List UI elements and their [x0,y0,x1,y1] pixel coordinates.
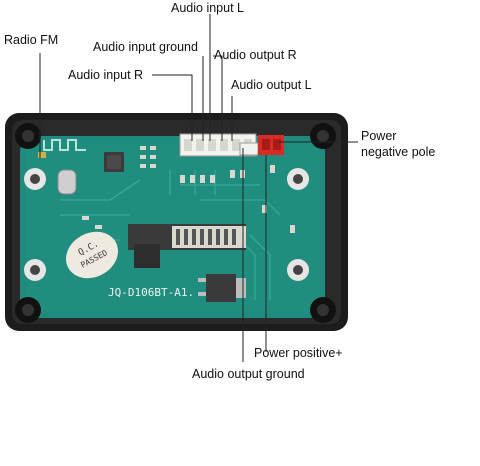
antenna-trace [43,139,86,151]
power-connector-red [258,135,284,155]
label-power-positive: Power positive+ [254,346,343,360]
label-audio-output-l: Audio output L [231,78,312,92]
label-audio-output-r: Audio output R [214,48,297,62]
voltage-regulator [198,274,246,302]
label-audio-input-ground: Audio input ground [93,40,198,54]
label-audio-input-r: Audio input R [68,68,144,82]
label-power-negative-pole-line2: negative pole [361,145,436,159]
board-model-label: JQ-D106BT-A1. [108,286,194,299]
leader-lines [39,14,358,362]
label-radio-fm: Radio FM [4,33,59,47]
crystal-oscillator [57,169,77,195]
label-audio-input-l: Audio input L [171,1,244,15]
audio-connector [179,133,257,157]
label-power-negative-pole-line1: Power [361,129,397,143]
pcb-screw-pads [24,168,309,281]
qc-stamp: Q.C. PASSED [66,231,118,279]
label-audio-output-ground: Audio output ground [192,367,305,381]
